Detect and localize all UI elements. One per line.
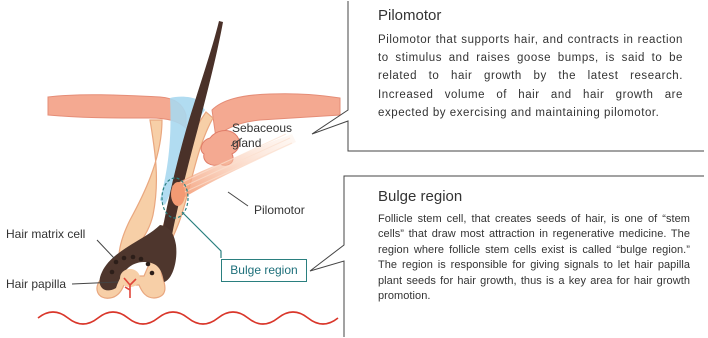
pilomotor-description: Pilomotor that supports hair, and contra… [378,31,683,122]
bulge-region-title: Bulge region [378,188,462,205]
hair-matrix-leader-line [97,240,114,258]
dermis-boundary-line [38,312,338,324]
skin-surface-left [48,95,186,128]
bulge-leader-line [182,212,221,258]
pilomotor-title: Pilomotor [378,7,441,24]
label-hair-matrix-cell: Hair matrix cell [6,227,85,241]
label-sebaceous-line2: gland [232,136,261,150]
label-pilomotor: Pilomotor [254,203,305,217]
bulge-region-description: Follicle stem cell, that creates seeds o… [378,212,690,304]
label-hair-papilla: Hair papilla [6,277,66,291]
pilomotor-leader-line [228,192,248,206]
label-sebaceous-line1: Sebaceous [232,121,292,135]
bulge-region-label: Bulge region [221,259,307,282]
